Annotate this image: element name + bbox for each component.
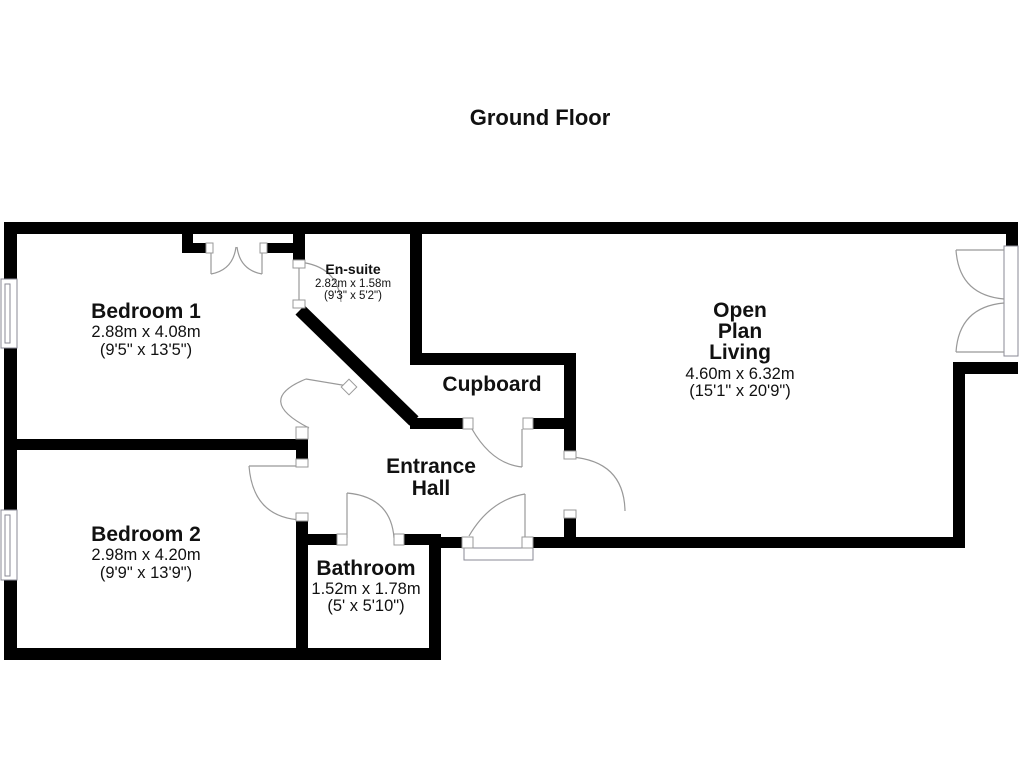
front-door (468, 493, 526, 540)
svg-text:Bedroom 1: Bedroom 1 (91, 300, 201, 323)
living-room-door (570, 456, 626, 512)
room-label-bedroom-1: Bedroom 1 2.88m x 4.08m (9'5" x 13'5") (91, 300, 201, 359)
wall-outer-bottom-left (4, 648, 441, 660)
ensuite-door (298, 261, 342, 303)
svg-text:Hall: Hall (412, 477, 451, 500)
wardrobe-jamb-right (259, 242, 268, 254)
wall-bathroom-top-right (404, 534, 441, 545)
bathroom-door (346, 492, 395, 539)
svg-text:Living: Living (709, 341, 771, 364)
labels-layer: Ground Floor Bedroom 1 2.88m x 4.08m (9'… (91, 105, 794, 615)
wall-bathroom-right (429, 534, 441, 660)
bedroom1-window-pane (4, 283, 11, 344)
wall-outer-top (4, 222, 1018, 234)
svg-text:1.52m x 1.78m: 1.52m x 1.78m (311, 580, 420, 598)
windows-layer (0, 245, 1019, 581)
walls-layer (4, 222, 1018, 660)
bedroom2-window (0, 509, 18, 581)
bedroom2-door (248, 465, 303, 521)
wall-diagonal-hall (295, 305, 419, 426)
wall-outer-right-lower (953, 362, 965, 548)
svg-text:2.88m x 4.08m: 2.88m x 4.08m (91, 323, 200, 341)
svg-text:Bedroom 2: Bedroom 2 (91, 523, 201, 546)
hinges-layer (205, 242, 577, 549)
wall-bottom-mid (429, 537, 467, 548)
front-door-jamb-left (461, 536, 474, 549)
cupboard-jamb-right (522, 417, 534, 430)
bedroom1-door (280, 378, 349, 429)
svg-text:Open: Open (713, 299, 767, 322)
wall-cupboard-bottom-left (410, 418, 463, 429)
ensuite-jamb-top (292, 259, 306, 269)
room-label-open-plan-living: Open Plan Living 4.60m x 6.32m (15'1" x … (685, 299, 794, 400)
room-label-ensuite: En-suite 2.82m x 1.58m (9'3" x 5'2") (315, 261, 391, 302)
bedroom1-jamb-wall (295, 426, 309, 440)
page-title: Ground Floor (470, 105, 611, 130)
room-label-bathroom: Bathroom 1.52m x 1.78m (5' x 5'10") (311, 557, 420, 615)
bedroom1-jamb-diagonal (340, 378, 358, 396)
svg-text:Entrance: Entrance (386, 455, 476, 478)
room-label-cupboard: Cupboard (442, 373, 541, 396)
wardrobe-double-doors (210, 246, 263, 275)
bathroom-jamb-right (393, 533, 405, 546)
wall-right-step (953, 362, 1018, 374)
ensuite-jamb-bottom (292, 299, 306, 309)
doors-layer (210, 246, 1005, 540)
wall-bathroom-top-left (296, 534, 337, 545)
svg-text:(9'5" x 13'5"): (9'5" x 13'5") (100, 341, 192, 359)
front-door-threshold (463, 547, 534, 561)
svg-text:(5' x 5'10"): (5' x 5'10") (327, 597, 404, 615)
wall-bedroom-divider (4, 439, 308, 450)
svg-text:4.60m x 6.32m: 4.60m x 6.32m (685, 365, 794, 383)
living-jamb-bottom (563, 509, 577, 519)
room-label-bedroom-2: Bedroom 2 2.98m x 4.20m (9'9" x 13'9") (91, 523, 201, 582)
svg-text:(15'1" x 20'9"): (15'1" x 20'9") (689, 382, 790, 400)
wall-bedroom2-vert-upper (296, 439, 308, 460)
living-jamb-top (563, 450, 577, 460)
wall-outer-bottom-right (532, 537, 965, 548)
svg-text:2.98m x 4.20m: 2.98m x 4.20m (91, 546, 200, 564)
bedroom2-jamb-bottom (295, 512, 309, 522)
cupboard-door (471, 428, 523, 468)
wall-wardrobe-front-right (262, 243, 293, 253)
wall-cupboard-bottom-right (533, 418, 576, 429)
bathroom-jamb-left (336, 533, 348, 546)
svg-text:En-suite: En-suite (325, 261, 380, 277)
wall-wardrobe-vert (182, 234, 193, 244)
room-label-entrance-hall: Entrance Hall (386, 455, 476, 500)
wall-hall-living-upper (564, 353, 576, 451)
front-door-jamb-right (521, 536, 534, 549)
cupboard-jamb-left (462, 417, 474, 430)
wardrobe-jamb-left (205, 242, 214, 254)
svg-text:(9'3" x 5'2"): (9'3" x 5'2") (324, 290, 382, 302)
svg-text:(9'9" x 13'9"): (9'9" x 13'9") (100, 564, 192, 582)
wall-ensuite-left (293, 222, 305, 260)
wall-bedroom2-vert-lower (296, 521, 308, 648)
svg-text:Cupboard: Cupboard (442, 373, 541, 396)
wall-right-top-stub (1006, 222, 1018, 248)
svg-text:2.82m x 1.58m: 2.82m x 1.58m (315, 278, 391, 290)
wall-cupboard-top (410, 353, 576, 365)
french-doors (955, 249, 1005, 353)
svg-text:Plan: Plan (718, 320, 762, 343)
bedroom2-jamb-top (295, 458, 309, 468)
wall-wardrobe-front-left (182, 243, 208, 253)
bedroom1-window (0, 278, 18, 349)
wall-ensuite-right (410, 222, 422, 365)
wall-hall-living-lower (564, 518, 576, 548)
french-door-frame (1003, 245, 1019, 357)
svg-text:Bathroom: Bathroom (316, 557, 415, 580)
bedroom2-window-pane (4, 514, 11, 577)
